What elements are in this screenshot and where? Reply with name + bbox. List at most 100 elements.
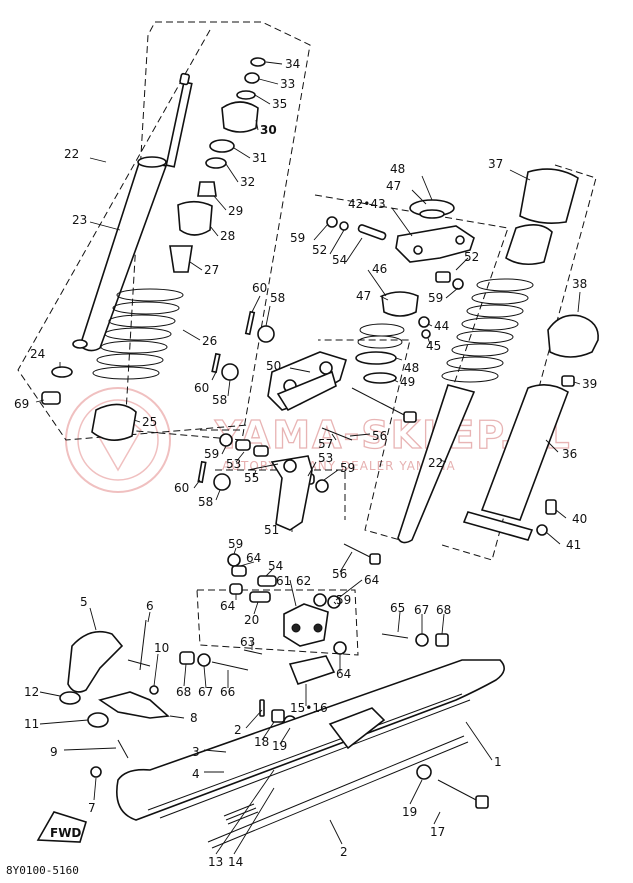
- label-59-a: 59: [290, 231, 305, 245]
- label-4: 4: [192, 767, 200, 781]
- label-64-a: 64: [246, 551, 261, 565]
- label-15-16: 15•16: [290, 701, 328, 715]
- label-7: 7: [88, 801, 96, 815]
- label-47-top: 47: [386, 179, 401, 193]
- label-10: 10: [154, 641, 169, 655]
- forward-label: FWD: [50, 826, 81, 840]
- label-19-b: 19: [402, 805, 417, 819]
- label-31: 31: [252, 151, 267, 165]
- label-50: 50: [266, 359, 281, 373]
- label-56-b: 56: [332, 567, 347, 581]
- label-44: 44: [434, 319, 449, 333]
- leader-lines: [35, 61, 581, 855]
- left-shock-assembly: [41, 57, 266, 441]
- label-60-b: 60: [194, 381, 209, 395]
- label-59-b: 59: [428, 291, 443, 305]
- label-53-a: 53: [226, 457, 241, 471]
- label-1: 1: [494, 755, 502, 769]
- right-shock-assembly: [326, 168, 599, 544]
- label-22-right: 22: [428, 456, 443, 470]
- label-12: 12: [24, 685, 39, 699]
- label-17: 17: [430, 825, 445, 839]
- label-23: 23: [72, 213, 87, 227]
- label-24: 24: [30, 347, 45, 361]
- label-49: 49: [400, 375, 415, 389]
- label-63: 63: [240, 635, 255, 649]
- label-40: 40: [572, 512, 587, 526]
- label-20: 20: [244, 613, 259, 627]
- center-link-assembly: [197, 310, 417, 565]
- label-55: 55: [244, 471, 259, 485]
- label-2-b: 2: [340, 845, 348, 859]
- label-26: 26: [202, 334, 217, 348]
- label-52-a: 52: [312, 243, 327, 257]
- label-52-b: 52: [464, 250, 479, 264]
- ski-pivot-assembly: [179, 553, 449, 685]
- label-60-a: 60: [252, 281, 267, 295]
- label-42-43: 42•43: [348, 197, 386, 211]
- label-58-b: 58: [212, 393, 227, 407]
- label-3: 3: [192, 745, 200, 759]
- label-39: 39: [582, 377, 597, 391]
- label-59-c: 59: [204, 447, 219, 461]
- label-14: 14: [228, 855, 243, 869]
- label-13: 13: [208, 855, 223, 869]
- label-2-a: 2: [234, 723, 242, 737]
- label-67-a: 67: [414, 603, 429, 617]
- label-60-c: 60: [174, 481, 189, 495]
- label-36: 36: [562, 447, 577, 461]
- label-54-a: 54: [332, 253, 347, 267]
- label-29: 29: [228, 204, 243, 218]
- label-27: 27: [204, 263, 219, 277]
- label-64-c: 64: [220, 599, 235, 613]
- label-6: 6: [146, 599, 154, 613]
- diagram-code: 8Y0100-5160: [6, 864, 79, 877]
- label-25: 25: [142, 415, 157, 429]
- part-labels: 34 33 35 30 31 32 29 28 27 26 25 22 23 2…: [14, 57, 597, 869]
- label-38: 38: [572, 277, 587, 291]
- label-59-d: 59: [340, 461, 355, 475]
- label-67-b: 67: [198, 685, 213, 699]
- label-54-b: 54: [268, 559, 283, 573]
- label-9: 9: [50, 745, 58, 759]
- label-19-a: 19: [272, 739, 287, 753]
- label-51: 51: [264, 523, 279, 537]
- label-58-a: 58: [270, 291, 285, 305]
- label-64-b: 64: [364, 573, 379, 587]
- label-18: 18: [254, 735, 269, 749]
- label-22-left: 22: [64, 147, 79, 161]
- label-46: 46: [372, 262, 387, 276]
- label-41: 41: [566, 538, 581, 552]
- label-34: 34: [285, 57, 300, 71]
- ski-assembly: [59, 619, 505, 849]
- label-66: 66: [220, 685, 235, 699]
- label-65: 65: [390, 601, 405, 615]
- label-45: 45: [426, 339, 441, 353]
- label-56-a: 56: [372, 429, 387, 443]
- label-37: 37: [488, 157, 503, 171]
- group-outlines: [17, 21, 597, 656]
- label-68-b: 68: [176, 685, 191, 699]
- label-69: 69: [14, 397, 29, 411]
- label-64-d: 64: [336, 667, 351, 681]
- label-33: 33: [280, 77, 295, 91]
- label-11: 11: [24, 717, 39, 731]
- label-30: 30: [260, 123, 277, 137]
- label-59-f: 59: [336, 593, 351, 607]
- label-68-a: 68: [436, 603, 451, 617]
- label-59-e: 59: [228, 537, 243, 551]
- label-32: 32: [240, 175, 255, 189]
- label-62: 62: [296, 574, 311, 588]
- label-47: 47: [356, 289, 371, 303]
- label-58-c: 58: [198, 495, 213, 509]
- forward-arrow: FWD: [36, 811, 87, 843]
- label-28: 28: [220, 229, 235, 243]
- label-35: 35: [272, 97, 287, 111]
- label-8: 8: [190, 711, 198, 725]
- label-61: 61: [276, 574, 291, 588]
- label-53-b: 53: [318, 451, 333, 465]
- label-48-top: 48: [390, 162, 405, 176]
- label-5: 5: [80, 595, 88, 609]
- label-57: 57: [318, 437, 333, 451]
